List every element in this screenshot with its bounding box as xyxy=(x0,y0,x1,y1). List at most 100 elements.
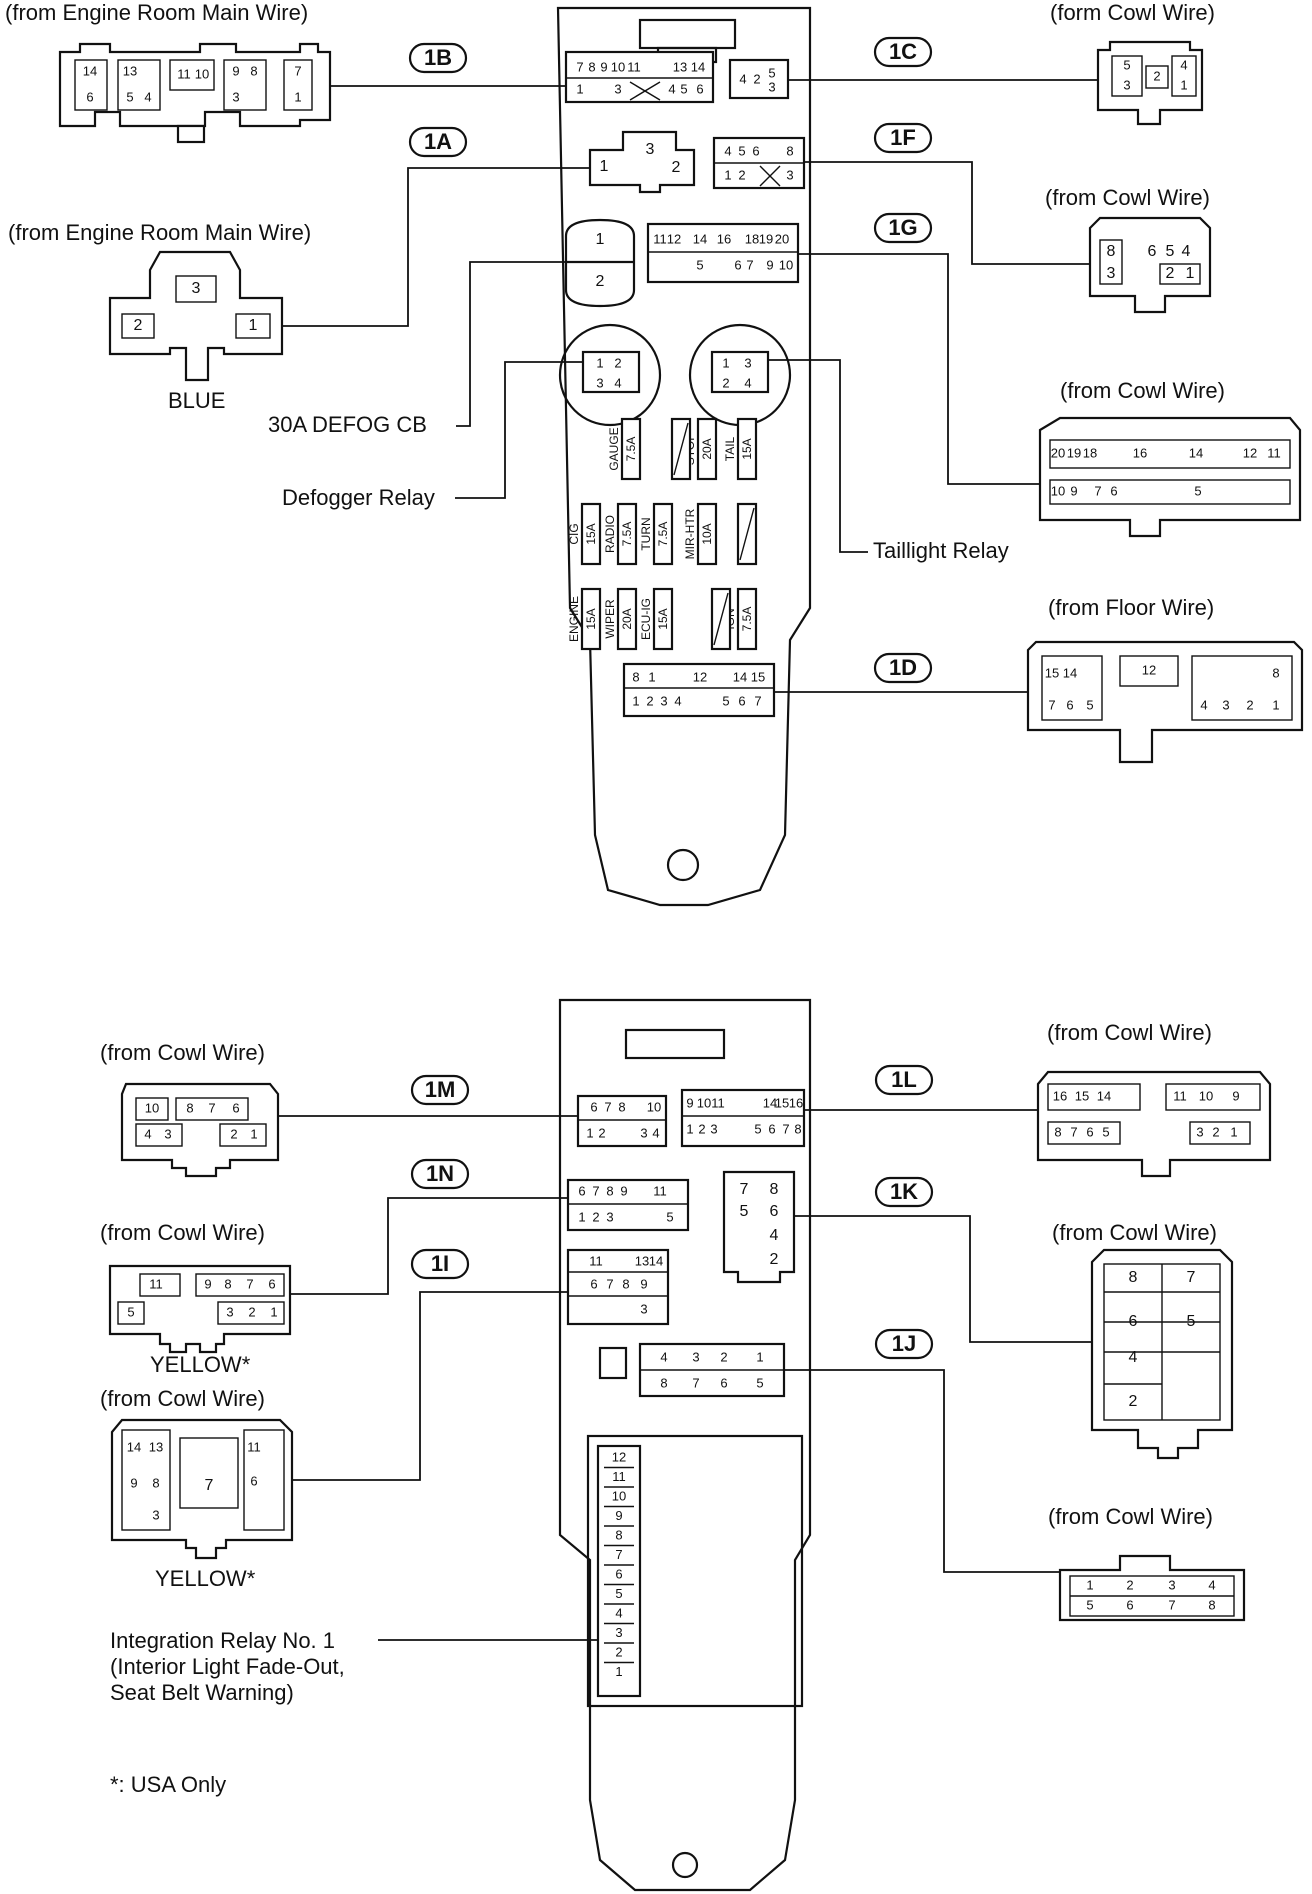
fuse-name: GAUGE xyxy=(607,427,621,470)
svg-text:11: 11 xyxy=(1267,445,1281,460)
fuse-amperage: 20A xyxy=(700,438,714,459)
svg-text:2: 2 xyxy=(1246,697,1253,712)
svg-text:7: 7 xyxy=(692,1375,699,1390)
svg-text:4: 4 xyxy=(1180,57,1187,72)
svg-text:2: 2 xyxy=(722,375,729,390)
svg-text:16: 16 xyxy=(1133,445,1147,460)
svg-text:4: 4 xyxy=(144,89,151,104)
source-label-1k: (from Cowl Wire) xyxy=(1052,1220,1217,1245)
svg-text:5: 5 xyxy=(1102,1124,1109,1139)
integration-relay-pin: 7 xyxy=(615,1547,622,1562)
fuse-amperage: 7.5A xyxy=(620,522,634,547)
svg-text:2: 2 xyxy=(720,1349,727,1364)
svg-text:5: 5 xyxy=(696,257,703,272)
svg-text:8: 8 xyxy=(794,1121,801,1136)
svg-text:3: 3 xyxy=(192,280,201,297)
svg-text:6: 6 xyxy=(770,1203,779,1220)
svg-text:3: 3 xyxy=(152,1507,159,1522)
svg-text:13: 13 xyxy=(149,1439,163,1454)
svg-text:5: 5 xyxy=(754,1121,761,1136)
svg-text:5: 5 xyxy=(722,693,729,708)
source-label-1a: (from Engine Room Main Wire) xyxy=(8,220,311,245)
svg-text:6: 6 xyxy=(268,1276,275,1291)
svg-text:6: 6 xyxy=(738,693,745,708)
tag-1b-text: 1B xyxy=(424,45,452,70)
svg-text:6: 6 xyxy=(1126,1597,1133,1612)
svg-text:9: 9 xyxy=(204,1276,211,1291)
svg-text:2: 2 xyxy=(592,1209,599,1224)
svg-text:5: 5 xyxy=(738,143,745,158)
svg-text:1: 1 xyxy=(586,1125,593,1140)
svg-text:11: 11 xyxy=(627,59,641,74)
svg-text:3: 3 xyxy=(646,141,655,158)
svg-text:2: 2 xyxy=(134,317,143,334)
fuse-amperage: 7.5A xyxy=(624,437,638,462)
svg-text:1: 1 xyxy=(1186,265,1195,282)
svg-text:11: 11 xyxy=(589,1253,603,1268)
svg-text:11: 11 xyxy=(1173,1088,1187,1103)
svg-text:7: 7 xyxy=(246,1276,253,1291)
tag-1k: 1K xyxy=(874,1176,934,1208)
block-header-1a: 132 xyxy=(588,130,696,194)
svg-text:18: 18 xyxy=(745,231,759,246)
source-label-1b: (from Engine Room Main Wire) xyxy=(5,0,308,25)
tag-1a: 1A xyxy=(408,126,468,158)
svg-text:7: 7 xyxy=(294,63,301,78)
svg-text:14: 14 xyxy=(733,669,747,684)
svg-text:11: 11 xyxy=(653,231,667,246)
fuse-amperage: 20A xyxy=(620,608,634,629)
svg-text:2: 2 xyxy=(1153,68,1160,83)
svg-text:13: 13 xyxy=(673,59,687,74)
fuse-name: ENGINE xyxy=(567,596,581,642)
svg-text:3: 3 xyxy=(692,1349,699,1364)
svg-text:3: 3 xyxy=(640,1125,647,1140)
integration-relay-label: Integration Relay No. 1 xyxy=(110,1628,335,1653)
svg-text:7: 7 xyxy=(592,1183,599,1198)
svg-text:9: 9 xyxy=(1232,1088,1239,1103)
svg-text:3: 3 xyxy=(768,79,775,94)
svg-text:2: 2 xyxy=(1166,265,1175,282)
svg-text:1: 1 xyxy=(596,231,605,248)
svg-text:6: 6 xyxy=(590,1276,597,1291)
tag-1i-text: 1I xyxy=(431,1251,449,1276)
svg-text:2: 2 xyxy=(1126,1577,1133,1592)
svg-text:1: 1 xyxy=(1230,1124,1237,1139)
svg-text:5: 5 xyxy=(680,81,687,96)
svg-text:4: 4 xyxy=(1200,697,1207,712)
svg-text:14: 14 xyxy=(649,1253,663,1268)
integration-relay-pin: 9 xyxy=(615,1508,622,1523)
source-label-1c: (form Cowl Wire) xyxy=(1050,0,1215,25)
tag-1a-text: 1A xyxy=(424,129,452,154)
svg-text:1: 1 xyxy=(756,1349,763,1364)
svg-text:2: 2 xyxy=(230,1126,237,1141)
svg-text:9: 9 xyxy=(640,1276,647,1291)
svg-text:10: 10 xyxy=(145,1100,159,1115)
svg-text:8: 8 xyxy=(622,1276,629,1291)
yellow-label-1n: YELLOW* xyxy=(150,1352,251,1377)
yellow-label-1i: YELLOW* xyxy=(155,1566,256,1591)
svg-text:14: 14 xyxy=(693,231,707,246)
svg-text:8: 8 xyxy=(1129,1269,1138,1286)
svg-text:1: 1 xyxy=(686,1121,693,1136)
svg-text:7: 7 xyxy=(782,1121,789,1136)
svg-text:11: 11 xyxy=(653,1183,667,1198)
svg-text:1: 1 xyxy=(294,89,301,104)
tag-1c: 1C xyxy=(873,36,933,68)
svg-text:20: 20 xyxy=(775,231,789,246)
tag-1j: 1J xyxy=(874,1328,934,1360)
footnote: *: USA Only xyxy=(110,1772,226,1797)
tag-1d: 1D xyxy=(873,652,933,684)
